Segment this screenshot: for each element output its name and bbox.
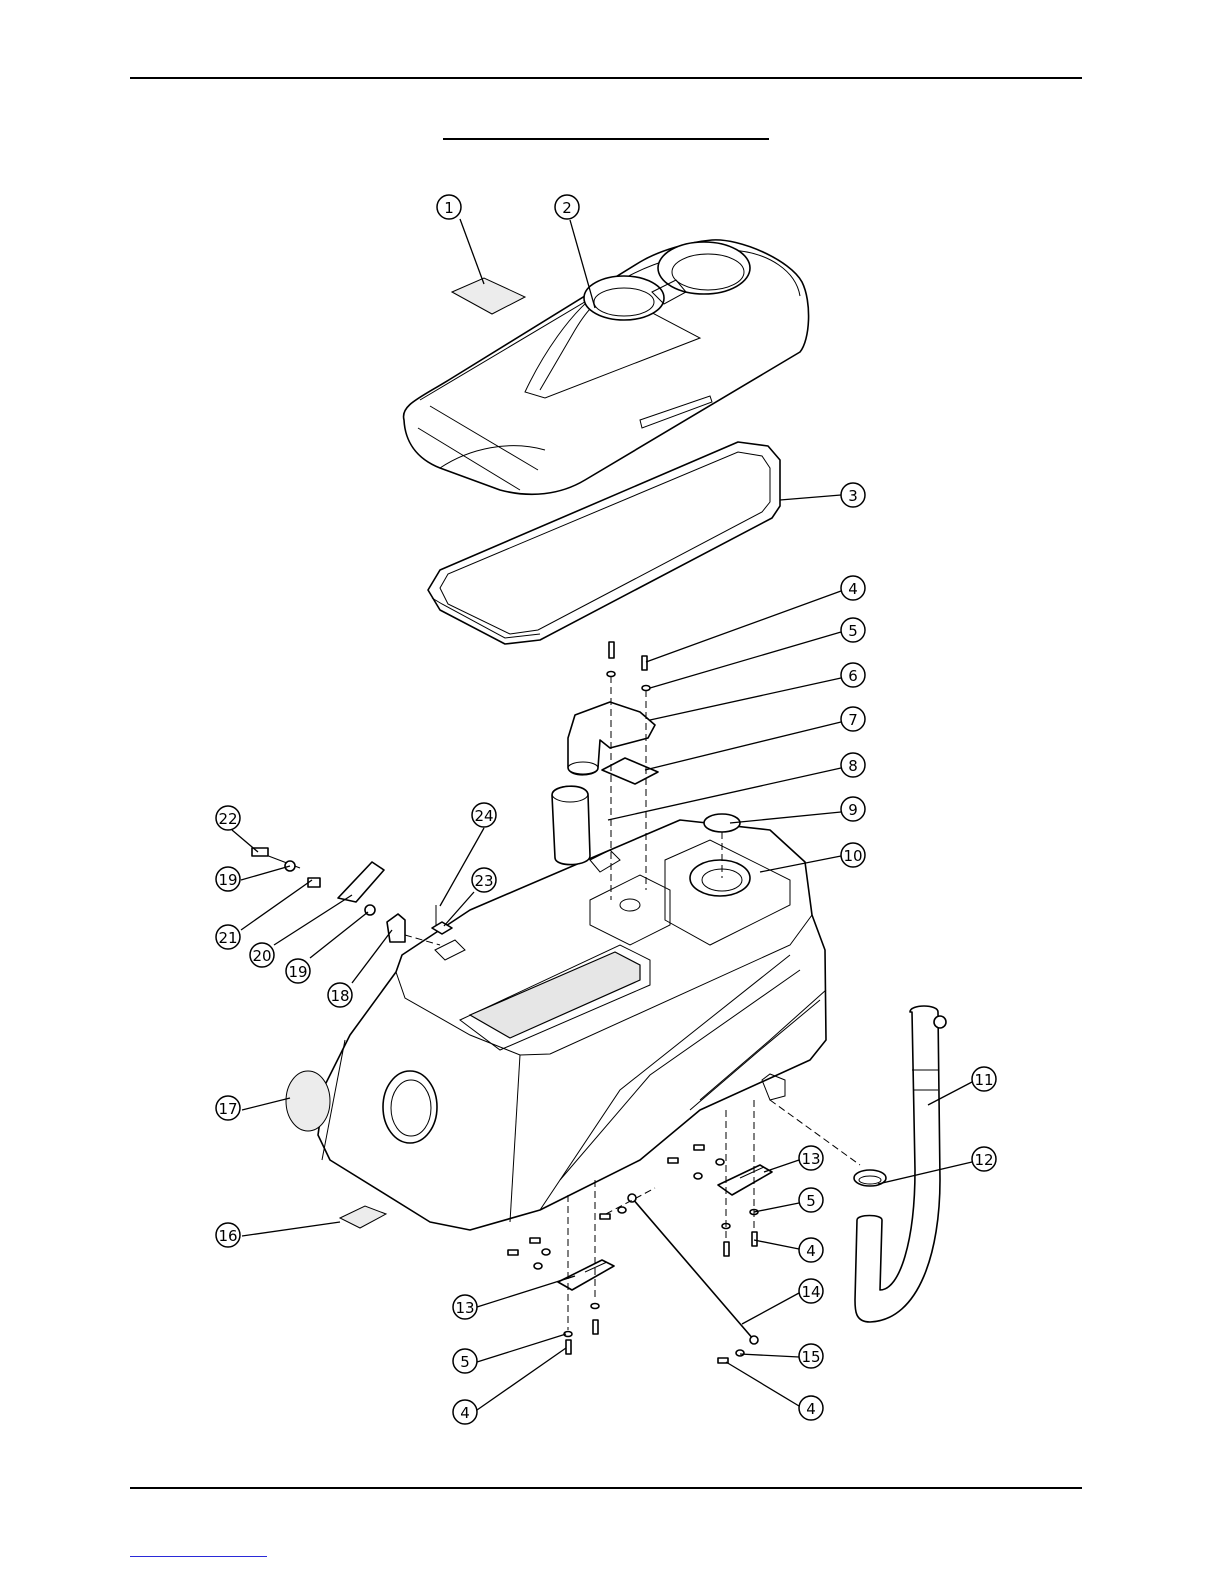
callout-number: 4 [806, 1242, 816, 1260]
callout-number: 20 [252, 947, 271, 965]
part-hose [855, 1006, 946, 1322]
callout-number: 18 [330, 987, 349, 1005]
callout-number: 16 [218, 1227, 237, 1245]
callout-c5c: 5 [453, 1349, 477, 1373]
callout-number: 4 [460, 1404, 470, 1422]
part-hinge-left [558, 1260, 614, 1290]
callout-c20: 20 [250, 943, 274, 967]
callout-c3: 3 [841, 483, 865, 507]
callout-number: 8 [848, 757, 858, 775]
callout-c23: 23 [472, 868, 496, 892]
callout-c6: 6 [841, 663, 865, 687]
callout-number: 10 [843, 847, 862, 865]
callout-number: 5 [848, 622, 858, 640]
part-inlet-tube [552, 786, 590, 865]
callout-c21: 21 [216, 925, 240, 949]
callout-number: 21 [218, 929, 237, 947]
callout-c13b: 13 [453, 1295, 477, 1319]
callout-number: 4 [848, 580, 858, 598]
callout-c7: 7 [841, 707, 865, 731]
callout-number: 22 [218, 810, 237, 828]
callout-number: 12 [974, 1151, 993, 1169]
callout-c14: 14 [799, 1279, 823, 1303]
part-decal-small [340, 1206, 386, 1228]
callout-number: 6 [848, 667, 858, 685]
part-plate-gasket [602, 758, 658, 784]
part-decal-top [452, 278, 525, 314]
callout-c19a: 19 [216, 867, 240, 891]
callout-c18: 18 [328, 983, 352, 1007]
callout-number: 2 [562, 199, 572, 217]
callout-number: 11 [974, 1071, 993, 1089]
callout-c12: 12 [972, 1147, 996, 1171]
callout-number: 4 [806, 1400, 816, 1418]
callout-number: 7 [848, 711, 858, 729]
callout-c24: 24 [472, 803, 496, 827]
callout-c5b: 5 [799, 1188, 823, 1212]
callout-c11: 11 [972, 1067, 996, 1091]
callout-c8: 8 [841, 753, 865, 777]
callout-number: 9 [848, 801, 858, 819]
callout-c4b: 4 [799, 1238, 823, 1262]
callout-number: 24 [474, 807, 493, 825]
callout-c16: 16 [216, 1223, 240, 1247]
callout-number: 3 [848, 487, 858, 505]
callout-number: 19 [218, 871, 237, 889]
callout-c13a: 13 [799, 1146, 823, 1170]
callout-c19b: 19 [286, 959, 310, 983]
callout-c22: 22 [216, 806, 240, 830]
callout-c1: 1 [437, 195, 461, 219]
callout-number: 17 [218, 1100, 237, 1118]
callout-c17: 17 [216, 1096, 240, 1120]
callout-number: 13 [455, 1299, 474, 1317]
callout-c4a: 4 [841, 576, 865, 600]
part-support-rod [628, 1194, 758, 1344]
callout-number: 15 [801, 1348, 820, 1366]
callout-number: 14 [801, 1283, 820, 1301]
part-latch-assembly [252, 848, 452, 945]
callout-number: 5 [806, 1192, 816, 1210]
part-tank-body [318, 820, 826, 1230]
callout-number: 5 [460, 1353, 470, 1371]
callout-number: 1 [444, 199, 454, 217]
callout-number: 23 [474, 872, 493, 890]
callout-number: 13 [801, 1150, 820, 1168]
callout-c4d: 4 [453, 1400, 477, 1424]
callout-c9: 9 [841, 797, 865, 821]
callout-number: 19 [288, 963, 307, 981]
callout-c15: 15 [799, 1344, 823, 1368]
callout-c10: 10 [841, 843, 865, 867]
part-round-decal [286, 1071, 330, 1131]
callout-c5a: 5 [841, 618, 865, 642]
callout-c4c: 4 [799, 1396, 823, 1420]
callout-c2: 2 [555, 195, 579, 219]
